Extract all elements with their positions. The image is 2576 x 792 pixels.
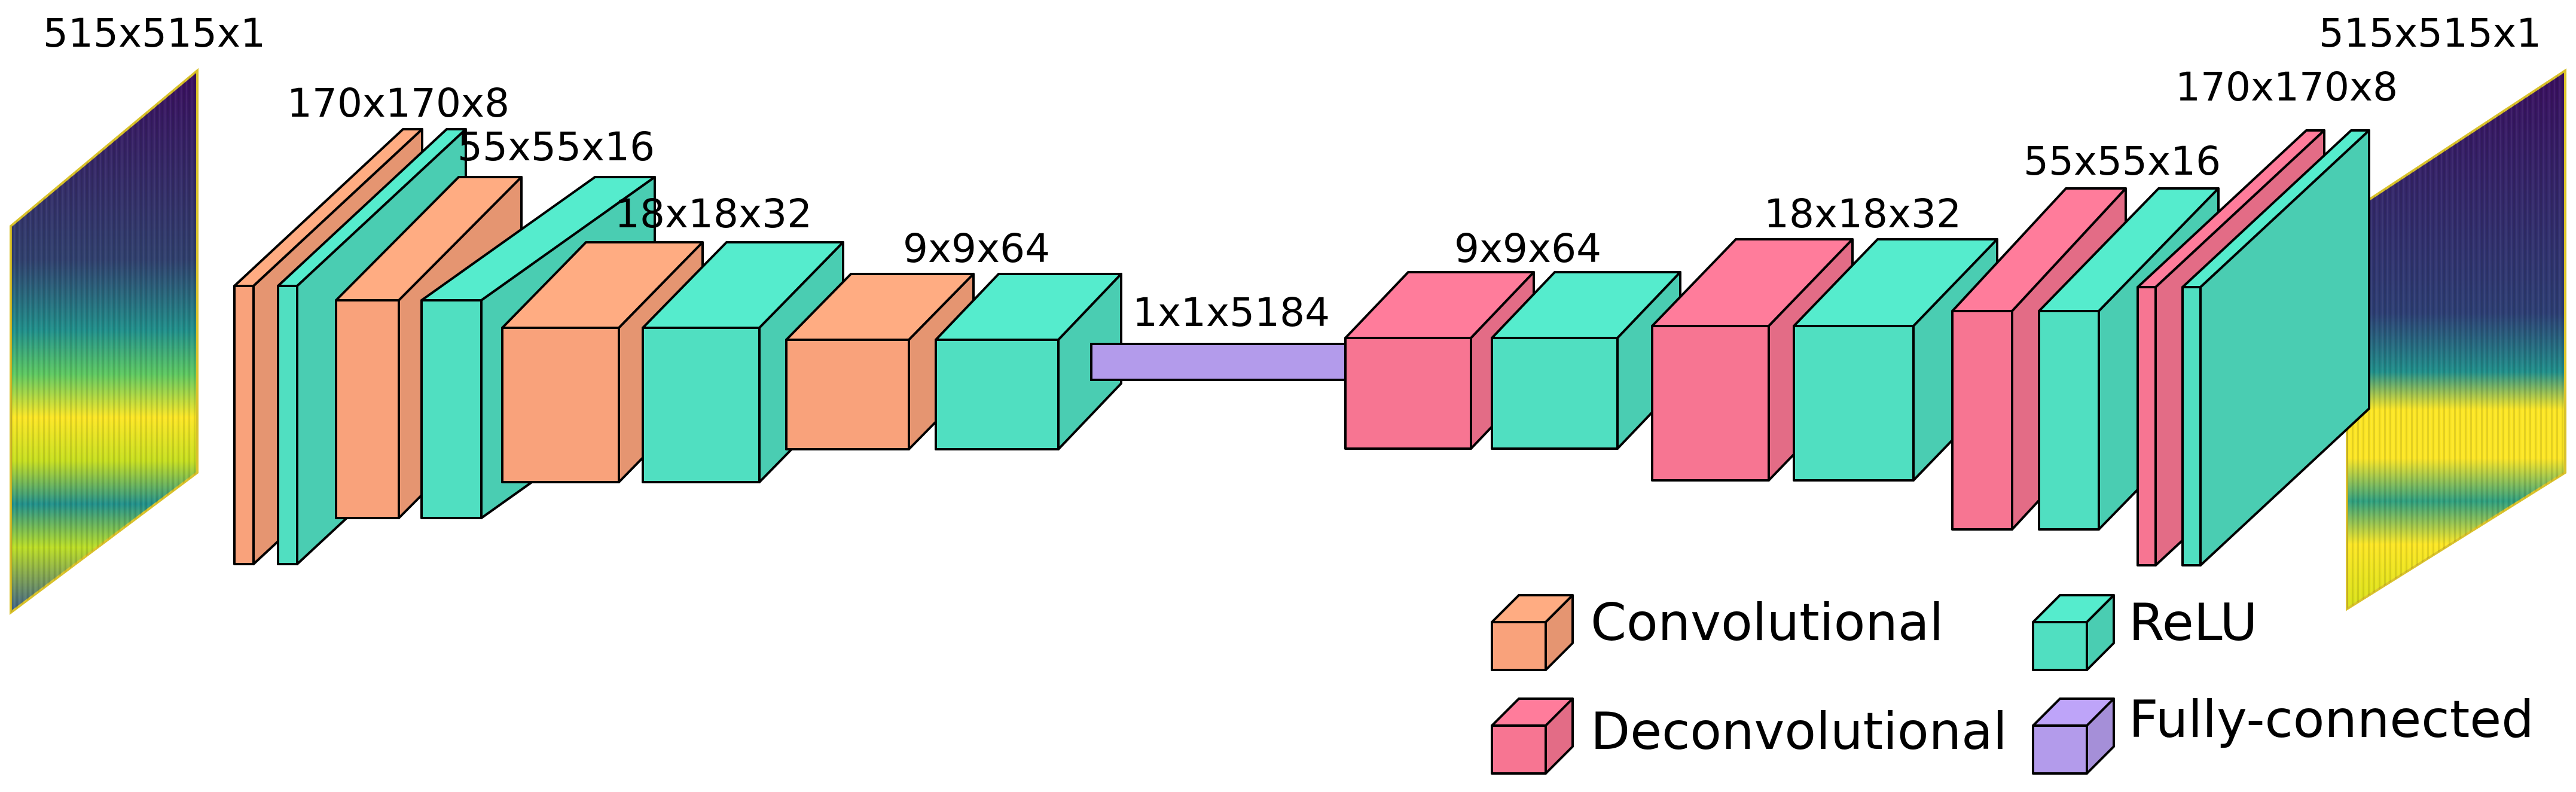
legend-convolutional-icon xyxy=(1491,594,1574,671)
layer-relu-170x170x8-front xyxy=(2181,286,2202,566)
layer-relu-9x9x64 xyxy=(935,273,1122,450)
legend-relu-icon-front xyxy=(2032,621,2088,671)
encoder-label-9x9x64: 9x9x64 xyxy=(903,226,1050,272)
layer-relu-55x55x16-front xyxy=(420,299,483,519)
output-size-label: 515x515x1 xyxy=(2319,10,2541,56)
layer-deconvolutional-170x170x8-front xyxy=(2137,286,2157,566)
layer-relu-9x9x64-front xyxy=(1491,337,1619,450)
decoder-label-18x18x32: 18x18x32 xyxy=(1764,191,1961,237)
decoder-label-170x170x8: 170x170x8 xyxy=(2175,64,2398,110)
layer-convolutional-9x9x64-front xyxy=(785,339,910,450)
legend-convolutional-icon-front xyxy=(1491,621,1547,671)
layer-convolutional-18x18x32-front xyxy=(501,327,620,483)
legend-fully-connected-label: Fully-connected xyxy=(2129,690,2534,750)
layer-deconvolutional-9x9x64-front xyxy=(1344,337,1472,450)
encoder-label-55x55x16: 55x55x16 xyxy=(457,124,655,170)
layer-blocks xyxy=(233,128,2370,566)
layer-deconvolutional-55x55x16-front xyxy=(1951,310,2013,531)
output-spectrogram xyxy=(2346,68,2566,611)
layer-relu-170x170x8 xyxy=(2181,129,2370,566)
legend-fully-connected-icon xyxy=(2032,697,2115,775)
legend-convolutional-label: Convolutional xyxy=(1591,593,1943,653)
layer-relu-9x9x64-front xyxy=(935,339,1060,450)
bottleneck-label: 1x1x5184 xyxy=(1133,290,1330,336)
layer-relu-55x55x16-front xyxy=(2038,310,2100,531)
legend-deconvolutional-icon xyxy=(1491,697,1574,775)
layer-convolutional-170x170x8-front xyxy=(233,285,255,565)
layer-relu-18x18x32-front xyxy=(1793,325,1915,482)
legend-fully-connected-icon-front xyxy=(2032,724,2088,775)
legend-deconvolutional-label: Deconvolutional xyxy=(1591,702,2007,761)
encoder-label-18x18x32: 18x18x32 xyxy=(615,191,812,237)
legend-deconvolutional-icon-front xyxy=(1491,724,1547,775)
legend-relu-icon xyxy=(2032,594,2115,671)
layer-relu-18x18x32-front xyxy=(642,327,761,483)
decoder-label-9x9x64: 9x9x64 xyxy=(1454,226,1601,272)
input-spectrogram xyxy=(10,68,199,615)
layer-convolutional-18x18x32 xyxy=(501,241,704,483)
layer-fully-connected-1x1x5184 xyxy=(1090,343,1347,381)
encoder-label-170x170x8: 170x170x8 xyxy=(287,80,509,126)
input-size-label: 515x515x1 xyxy=(43,10,265,56)
legend: Convolutional Deconvolutional ReLU Fully… xyxy=(1491,593,2534,775)
layer-deconvolutional-18x18x32-front xyxy=(1651,325,1770,482)
layer-convolutional-55x55x16-front xyxy=(335,299,400,519)
layer-relu-170x170x8-front xyxy=(277,285,298,565)
legend-relu-label: ReLU xyxy=(2129,593,2257,653)
decoder-label-55x55x16: 55x55x16 xyxy=(2023,138,2221,184)
